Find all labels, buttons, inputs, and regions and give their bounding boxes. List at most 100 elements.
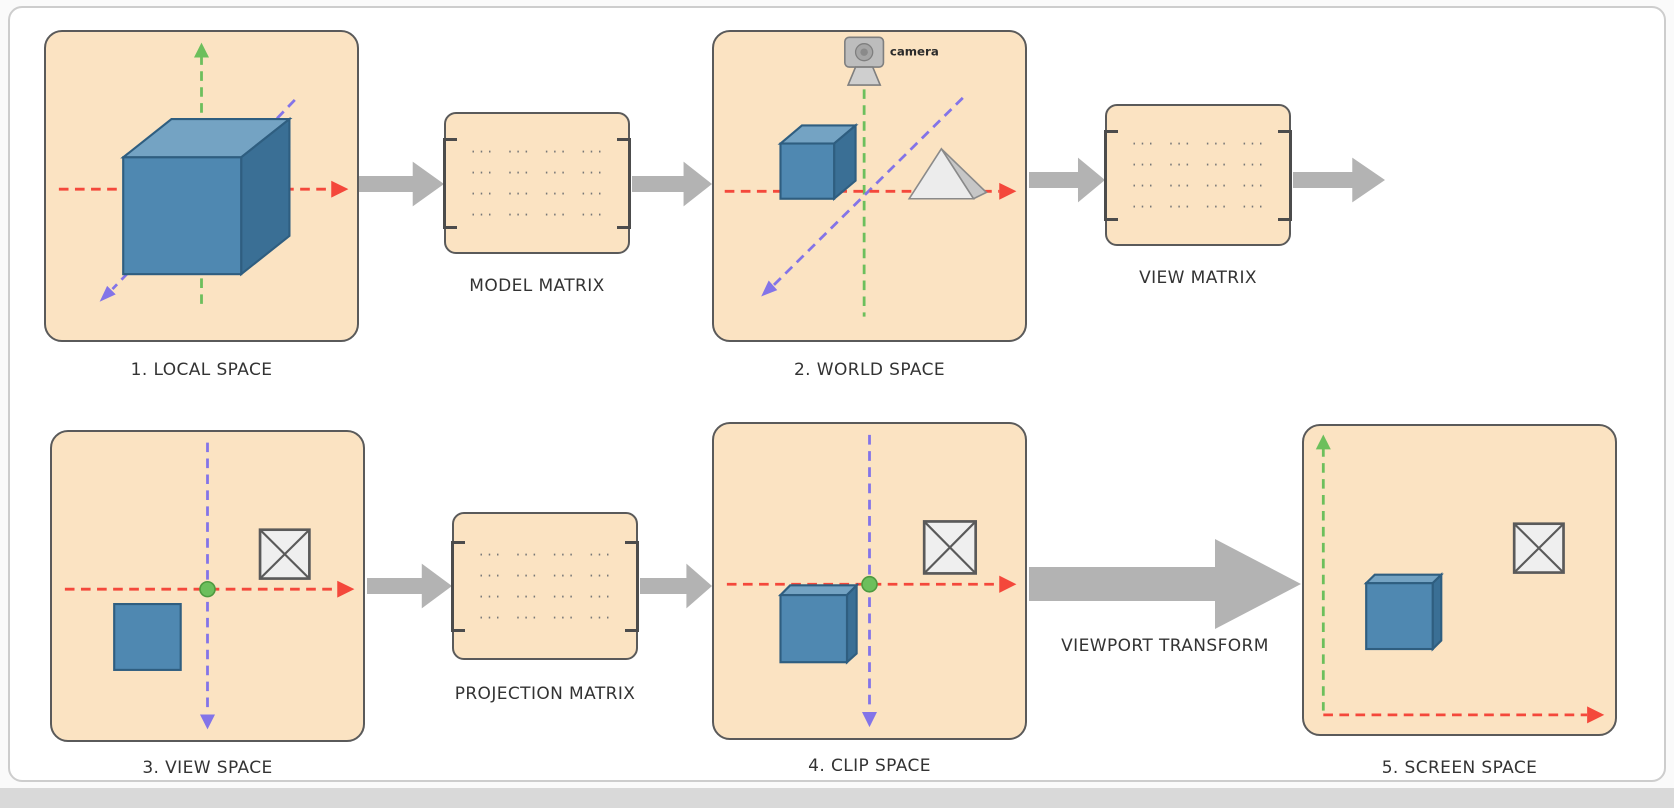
view-space-scene bbox=[64, 442, 355, 730]
matrix-dots-cell: ··· bbox=[579, 144, 605, 159]
matrix-dots-cell: ··· bbox=[1167, 178, 1192, 193]
matrix-dots-cell: ··· bbox=[1167, 136, 1192, 151]
matrix-dots-cell: ··· bbox=[1240, 199, 1266, 214]
crossed-box-icon bbox=[258, 528, 311, 580]
screen-space-scene bbox=[1315, 434, 1605, 724]
matrix-bracket-left bbox=[442, 137, 457, 229]
cube-icon bbox=[1363, 572, 1444, 652]
matrix-bracket-left bbox=[1103, 129, 1118, 221]
matrix-dots-cell: ··· bbox=[1130, 136, 1156, 151]
model-matrix-label: MODEL MATRIX bbox=[469, 276, 605, 296]
matrix-dots-cell: ··· bbox=[514, 589, 539, 604]
camera-icon bbox=[844, 36, 885, 86]
world-space-panel: camera bbox=[712, 30, 1027, 342]
matrix-dots-cell: ··· bbox=[514, 610, 539, 625]
matrix-dots-cell: ··· bbox=[551, 568, 576, 583]
view-matrix-label: VIEW MATRIX bbox=[1139, 268, 1257, 288]
matrix-dots-cell: ··· bbox=[1130, 178, 1156, 193]
matrix-dots-cell: ··· bbox=[1167, 199, 1192, 214]
x-axis-icon bbox=[1323, 706, 1605, 724]
matrix-dots-grid: ··· ··· ··· ··· ··· ··· ··· ··· ··· ··· ··· ··· ··· ·… bbox=[466, 138, 609, 229]
matrix-dots-cell: ··· bbox=[514, 568, 539, 583]
matrix-dots-cell: ··· bbox=[543, 144, 568, 159]
matrix-dots-grid: ··· ··· ··· ··· ··· ··· ··· ··· ··· ··· ··· ··· ··· ·… bbox=[1127, 130, 1270, 221]
matrix-dots-cell: ··· bbox=[1204, 178, 1229, 193]
clip-space-label: 4. CLIP SPACE bbox=[808, 756, 931, 776]
matrix-dots-cell: ··· bbox=[579, 186, 605, 201]
matrix-bracket-right bbox=[625, 540, 640, 632]
pyramid-icon bbox=[907, 147, 988, 200]
clip-space-scene bbox=[726, 434, 1017, 728]
z-axis-icon bbox=[761, 96, 964, 297]
world-space-scene: camera bbox=[724, 36, 1017, 317]
matrix-dots-cell: ··· bbox=[579, 165, 605, 180]
matrix-dots-cell: ··· bbox=[579, 207, 605, 222]
matrix-dots-cell: ··· bbox=[1130, 157, 1156, 172]
screen-space-label: 5. SCREEN SPACE bbox=[1381, 758, 1538, 778]
matrix-dots-cell: ··· bbox=[1240, 178, 1266, 193]
projection-matrix-label: PROJECTION MATRIX bbox=[454, 684, 636, 704]
view-space-label: 3. VIEW SPACE bbox=[142, 758, 273, 778]
matrix-dots-cell: ··· bbox=[477, 568, 503, 583]
matrix-dots-cell: ··· bbox=[543, 186, 568, 201]
view-matrix-box: ··· ··· ··· ··· ··· ··· ··· ··· ··· ··· ··· ··· ··· ·… bbox=[1103, 104, 1293, 246]
origin-dot-icon bbox=[861, 575, 878, 593]
matrix-dots-cell: ··· bbox=[469, 207, 495, 222]
matrix-bracket-left bbox=[450, 540, 465, 632]
local-space-scene bbox=[58, 42, 349, 311]
matrix-brackets: ··· ··· ··· ··· ··· ··· ··· ··· ··· ··· ··· ··· ··· ·… bbox=[1103, 129, 1293, 221]
matrix-dots-cell: ··· bbox=[551, 610, 576, 625]
matrix-brackets: ··· ··· ··· ··· ··· ··· ··· ··· ··· ··· ··· ··· ··· ·… bbox=[442, 137, 632, 229]
viewport-transform-label: VIEWPORT TRANSFORM bbox=[1061, 636, 1269, 656]
crossed-box-icon bbox=[1512, 522, 1565, 574]
flow-arrow-2 bbox=[632, 161, 712, 207]
matrix-dots-cell: ··· bbox=[587, 547, 613, 562]
matrix-dots-cell: ··· bbox=[543, 207, 568, 222]
cube-icon bbox=[113, 602, 182, 671]
camera-label: camera bbox=[890, 44, 939, 58]
matrix-bracket-right bbox=[1278, 129, 1293, 221]
local-space-label: 1. LOCAL SPACE bbox=[130, 360, 273, 380]
y-axis-icon bbox=[1315, 434, 1331, 711]
matrix-brackets: ··· ··· ··· ··· ··· ··· ··· ··· ··· ··· ··· ··· ··· ·… bbox=[450, 540, 640, 632]
view-space-panel bbox=[50, 430, 365, 742]
matrix-dots-cell: ··· bbox=[587, 568, 613, 583]
flow-arrow-6 bbox=[640, 563, 712, 609]
cube-icon bbox=[777, 123, 859, 202]
matrix-dots-cell: ··· bbox=[1167, 157, 1192, 172]
y-axis-icon bbox=[861, 434, 878, 728]
origin-dot-icon bbox=[199, 580, 216, 598]
matrix-dots-cell: ··· bbox=[477, 589, 503, 604]
flow-arrow-1 bbox=[356, 161, 444, 207]
screen-space-panel bbox=[1302, 424, 1617, 736]
matrix-dots-cell: ··· bbox=[1130, 199, 1156, 214]
world-space-label: 2. WORLD SPACE bbox=[793, 360, 946, 380]
matrix-dots-cell: ··· bbox=[1240, 136, 1266, 151]
local-space-panel bbox=[44, 30, 359, 342]
matrix-dots-cell: ··· bbox=[1204, 157, 1229, 172]
y-axis-icon bbox=[199, 442, 216, 730]
matrix-dots-cell: ··· bbox=[587, 610, 613, 625]
matrix-dots-cell: ··· bbox=[469, 186, 495, 201]
matrix-dots-cell: ··· bbox=[469, 144, 495, 159]
matrix-dots-cell: ··· bbox=[514, 547, 539, 562]
matrix-dots-cell: ··· bbox=[543, 165, 568, 180]
model-matrix-box: ··· ··· ··· ··· ··· ··· ··· ··· ··· ··· ··· ··· ··· ·… bbox=[442, 112, 632, 254]
clip-space-panel bbox=[712, 422, 1027, 740]
matrix-dots-cell: ··· bbox=[587, 589, 613, 604]
matrix-dots-cell: ··· bbox=[1204, 136, 1229, 151]
matrix-dots-cell: ··· bbox=[506, 144, 531, 159]
matrix-dots-cell: ··· bbox=[1204, 199, 1229, 214]
matrix-bracket-right bbox=[617, 137, 632, 229]
matrix-dots-cell: ··· bbox=[469, 165, 495, 180]
matrix-dots-cell: ··· bbox=[1240, 157, 1266, 172]
matrix-dots-cell: ··· bbox=[551, 589, 576, 604]
matrix-dots-cell: ··· bbox=[477, 547, 503, 562]
cube-icon bbox=[120, 116, 293, 277]
projection-matrix-box: ··· ··· ··· ··· ··· ··· ··· ··· ··· ··· ··· ··· ··· ·… bbox=[450, 512, 640, 660]
matrix-dots-cell: ··· bbox=[506, 165, 531, 180]
matrix-dots-cell: ··· bbox=[477, 610, 503, 625]
flow-arrow-3 bbox=[1029, 157, 1105, 203]
flow-arrow-5 bbox=[367, 563, 452, 609]
